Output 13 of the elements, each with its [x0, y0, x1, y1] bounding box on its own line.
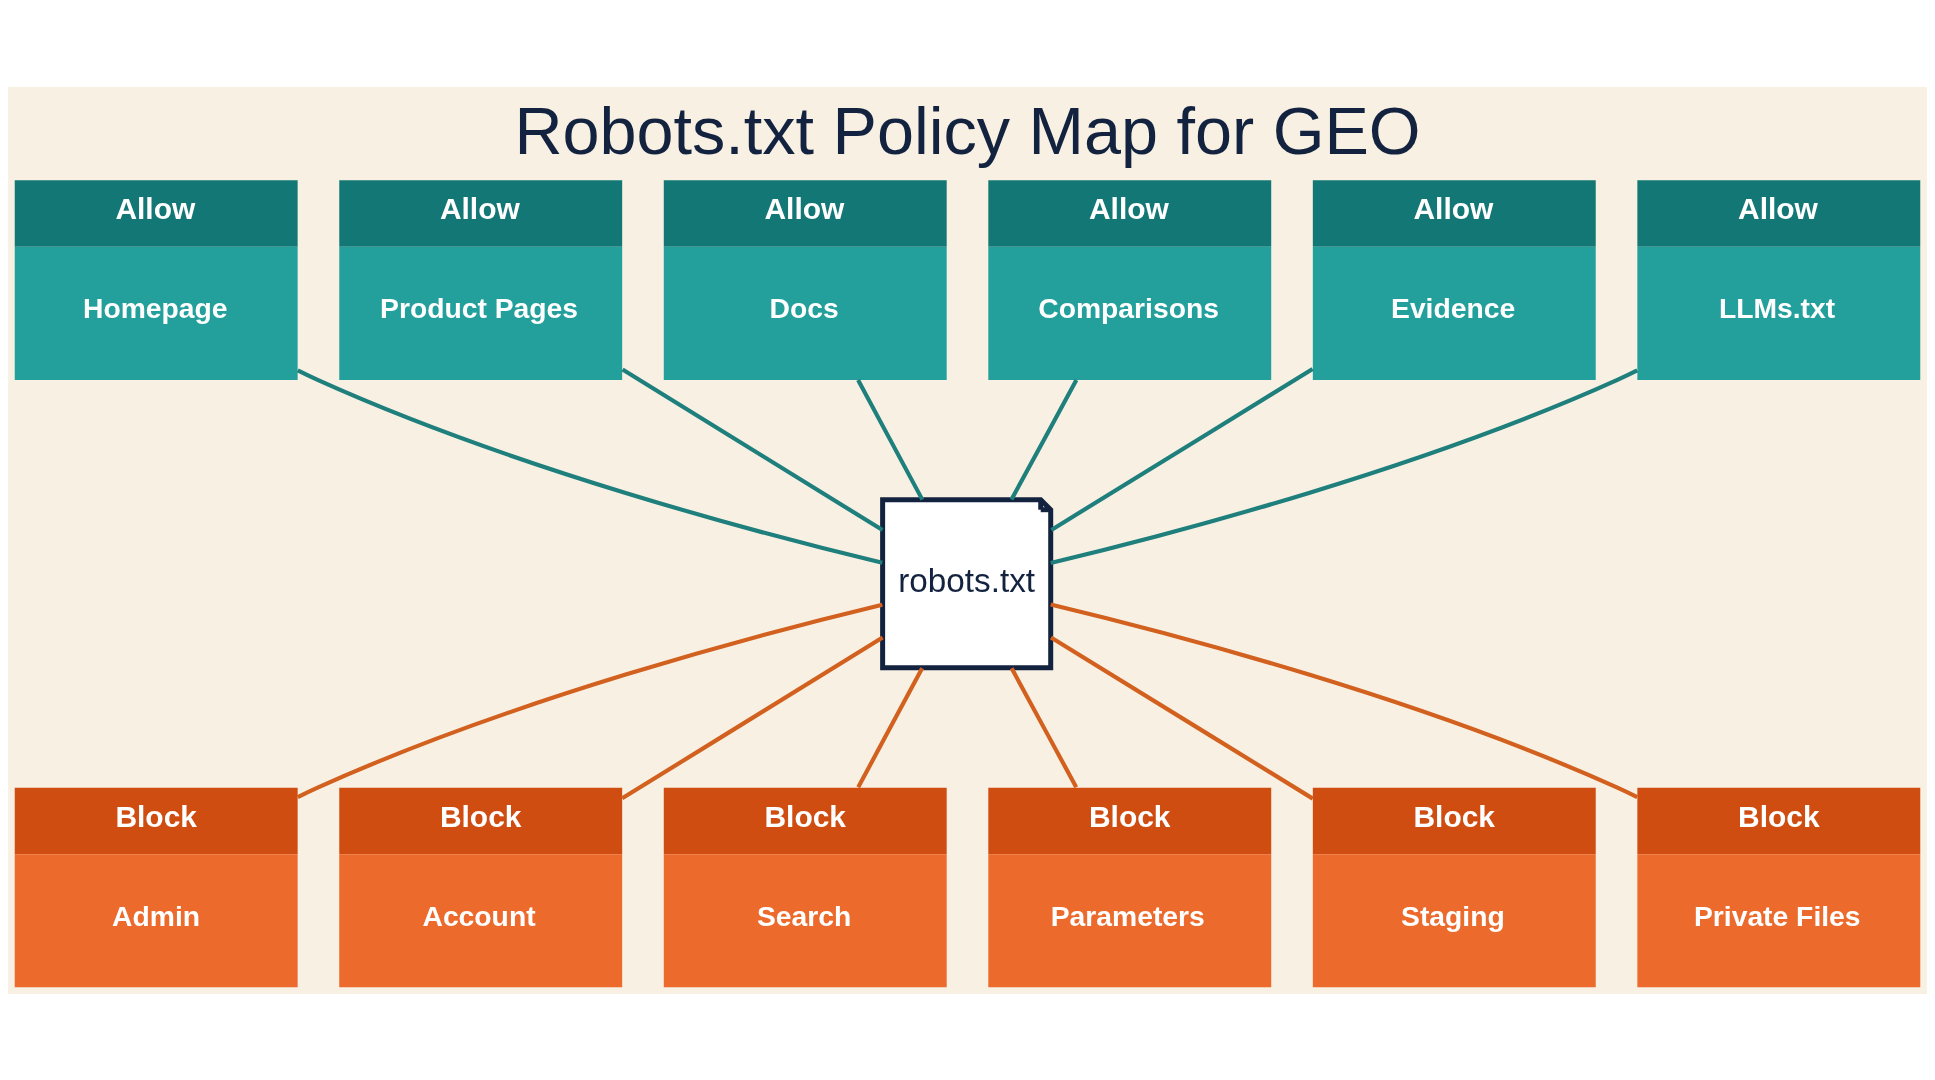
connector [296, 602, 883, 799]
connector [1050, 602, 1639, 799]
connector [296, 368, 883, 565]
connector [1049, 635, 1314, 800]
connector [621, 635, 884, 800]
diagram-title: Robots.txt Policy Map for GEO [514, 93, 1421, 168]
connector [856, 666, 924, 788]
connector [621, 367, 884, 532]
connector [856, 378, 925, 501]
connector [1009, 666, 1079, 788]
connector [1050, 368, 1639, 565]
connector [1009, 378, 1079, 501]
connector [1050, 366, 1314, 532]
